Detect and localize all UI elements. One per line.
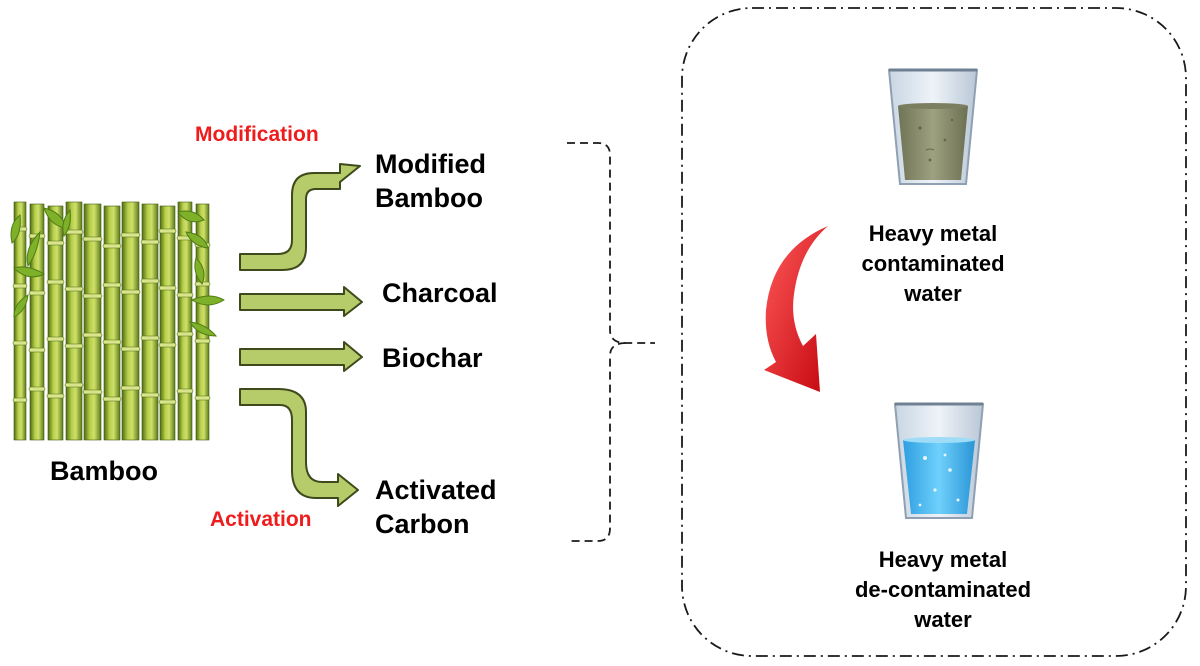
process-label-modification: Modification [195, 123, 319, 146]
product-charcoal: Charcoal [382, 278, 498, 308]
product-activated-carbon: Activated Carbon [375, 475, 497, 539]
red-curved-arrow-icon [764, 226, 828, 392]
dirty-water-glass-icon [887, 68, 979, 185]
product-biochar: Biochar [382, 343, 483, 373]
arrow-to-activated-carbon [239, 388, 359, 507]
arrow-to-modified-bamboo [239, 163, 361, 271]
process-label-activation: Activation [210, 508, 312, 531]
arrow-to-biochar [239, 341, 363, 372]
bamboo-image [10, 200, 225, 442]
clean-water-glass-icon [893, 402, 985, 519]
water-treatment-box [681, 7, 1187, 657]
caption-contaminated-water: Heavy metal contaminated water [861, 221, 1005, 306]
caption-decontaminated-water: Heavy metal de-contaminated water [854, 547, 1032, 632]
source-label: Bamboo [50, 456, 158, 486]
product-modified-bamboo: Modified Bamboo [375, 149, 486, 213]
arrow-to-charcoal [239, 286, 363, 317]
product-bracket [567, 142, 655, 542]
